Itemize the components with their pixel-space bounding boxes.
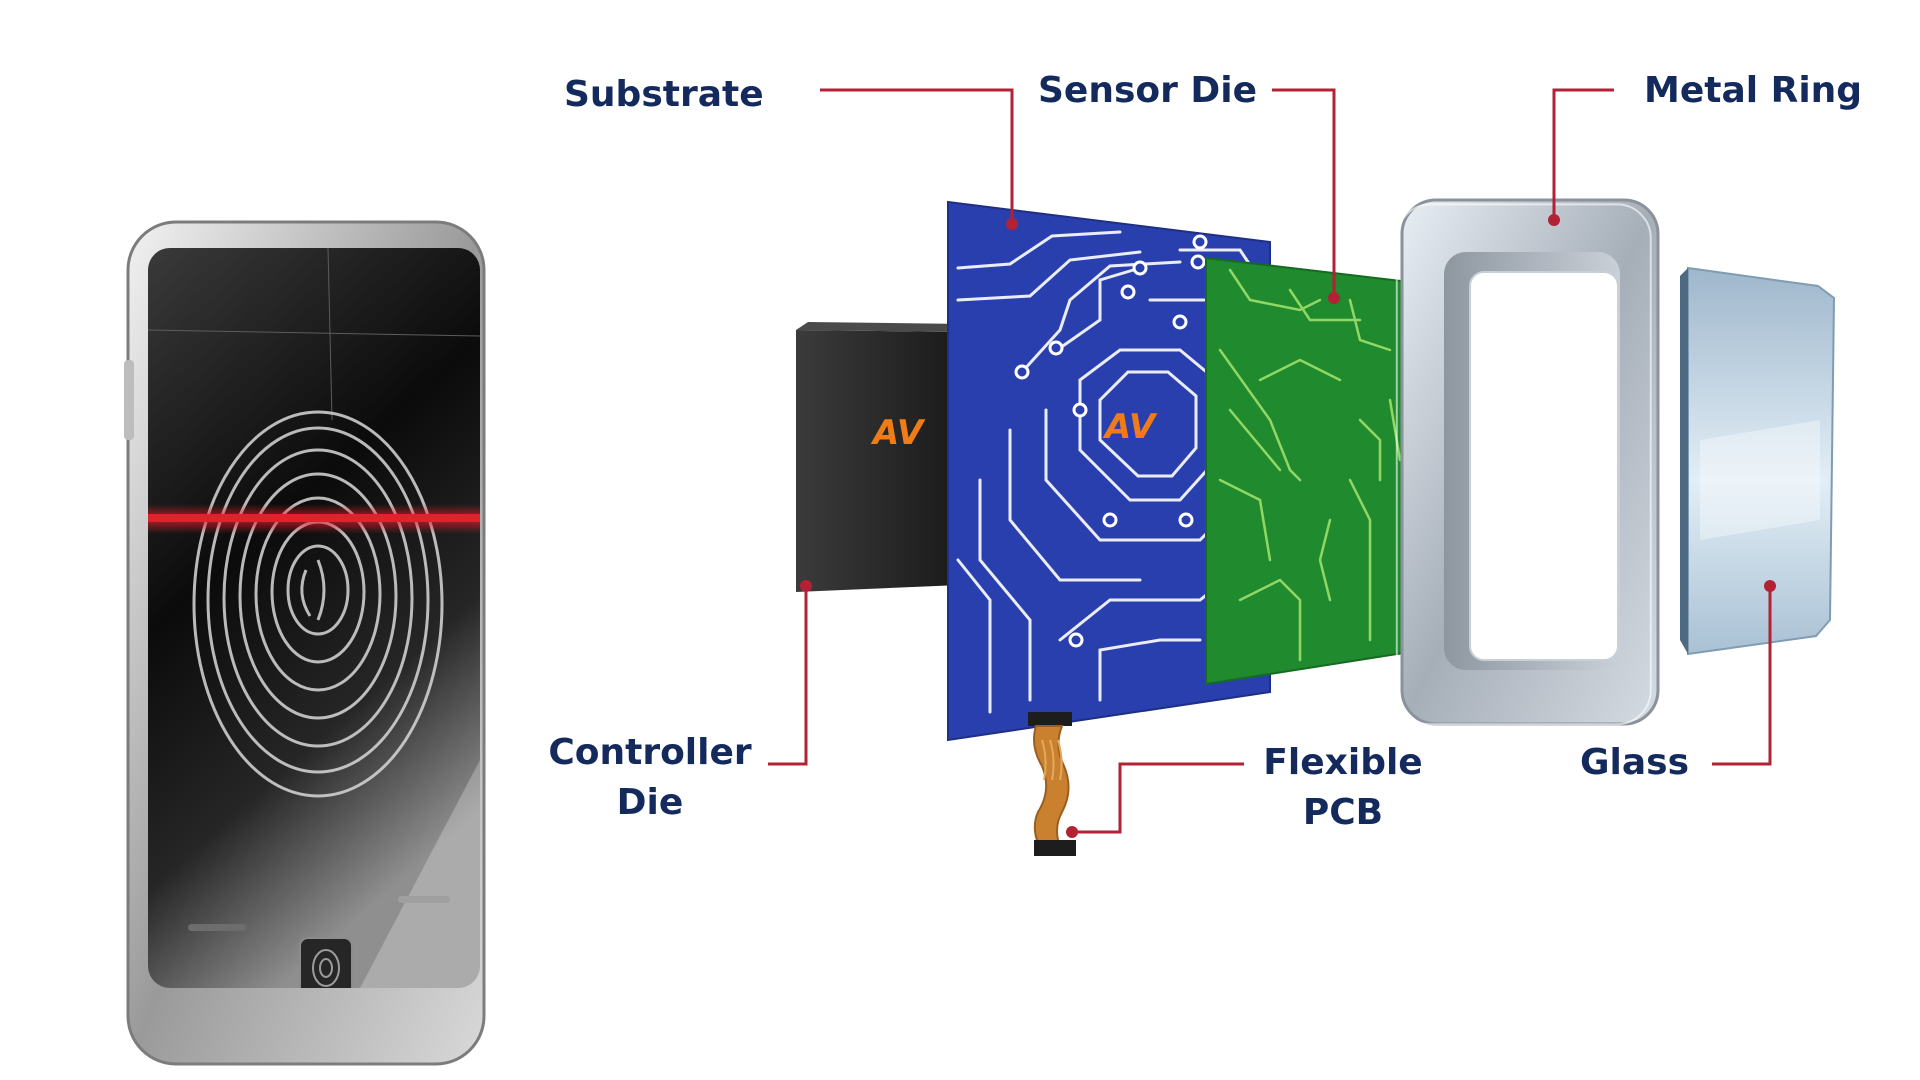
flexible-pcb-ribbon	[1028, 712, 1076, 856]
sensor-die-leader-dot	[1328, 292, 1340, 304]
av-logo-text-substrate: AV	[1102, 407, 1158, 447]
flexible-pcb-leader-dot	[1066, 826, 1078, 838]
substrate-leader-dot	[1006, 218, 1018, 230]
label-glass: Glass	[1580, 742, 1690, 783]
controller-die-chip: AV	[796, 322, 968, 592]
glass-leader-dot	[1764, 580, 1776, 592]
leader-lines	[768, 88, 1772, 834]
glass-leader-line	[1712, 586, 1772, 766]
metal-ring-leader-dot	[1548, 214, 1560, 226]
label-controller-die-line2: Die	[616, 782, 684, 823]
fingerprint-home-button-icon	[299, 937, 353, 988]
label-controller-die-line1: Controller	[548, 732, 752, 773]
label-flexible-pcb-line1: Flexible	[1263, 742, 1423, 783]
metal-ring-leader-line	[1552, 88, 1614, 220]
metal-ring-frame	[1395, 198, 1660, 726]
controller-die-leader-line	[768, 586, 808, 766]
label-flexible-pcb: Flexible PCB	[1248, 738, 1438, 838]
label-controller-die: Controller Die	[540, 728, 760, 828]
sensor-die-leader-line	[1272, 88, 1336, 298]
leader-dots	[800, 214, 1776, 838]
label-substrate: Substrate	[564, 74, 764, 115]
av-logo-icon: AV	[870, 413, 926, 453]
substrate-leader-line	[820, 88, 1014, 222]
label-metal-ring: Metal Ring	[1644, 70, 1863, 111]
fingerprint-icon	[192, 410, 444, 798]
smartphone-with-fingerprint-icon	[124, 220, 486, 1066]
sensor-die-board	[1205, 256, 1411, 686]
glass-cover	[1680, 266, 1836, 656]
av-logo-text: AV	[870, 413, 926, 453]
label-sensor-die: Sensor Die	[1038, 70, 1258, 111]
controller-die-leader-dot	[800, 580, 812, 592]
label-flexible-pcb-line2: PCB	[1302, 792, 1384, 833]
flexible-pcb-leader-line	[1072, 762, 1244, 834]
